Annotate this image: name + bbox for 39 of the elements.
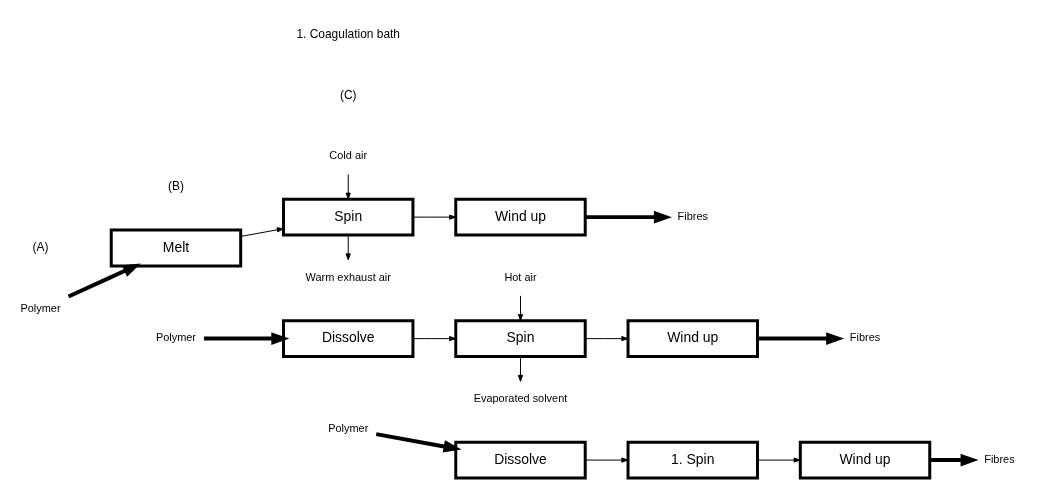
arrow (757, 457, 801, 463)
arrow (584, 336, 629, 342)
arrow (240, 227, 284, 237)
node-text: Fibres (849, 331, 881, 344)
node-box: Wind up (626, 319, 759, 359)
arrow (757, 332, 845, 345)
label: (A) (32, 240, 49, 255)
node-text: Fibres (984, 452, 1015, 465)
node-box: Dissolve (454, 440, 587, 480)
node-box: Melt (109, 228, 243, 268)
arrow (585, 210, 672, 224)
node-box: Spin (282, 197, 415, 237)
label: 1. Coagulation bath (296, 26, 400, 41)
node-text: Fibres (677, 209, 708, 222)
node-box: Wind up (454, 197, 587, 237)
arrow (345, 234, 351, 261)
node-box: Wind up (798, 440, 932, 480)
arrow (584, 457, 629, 463)
arrow (203, 332, 290, 345)
node-text: Hot air (504, 270, 537, 283)
node-text: Polymer (155, 331, 197, 344)
arrow (412, 214, 457, 220)
label: (B) (168, 179, 184, 194)
node-text: Evaporated solvent (473, 392, 568, 405)
node-text: Polymer (20, 301, 61, 314)
arrow (345, 173, 351, 200)
arrow (929, 453, 979, 467)
node-box: 1. Spin (626, 440, 759, 480)
node-box: Spin (454, 319, 587, 359)
arrow (67, 263, 141, 299)
arrow (517, 295, 524, 322)
arrow (517, 356, 524, 382)
arrow (412, 336, 457, 342)
label: (C) (339, 87, 357, 102)
node-text: Cold air (329, 149, 368, 162)
node-text: Warm exhaust air (305, 270, 391, 283)
node-text: Polymer (328, 422, 369, 435)
arrow (375, 432, 462, 453)
node-box: Dissolve (282, 319, 415, 359)
